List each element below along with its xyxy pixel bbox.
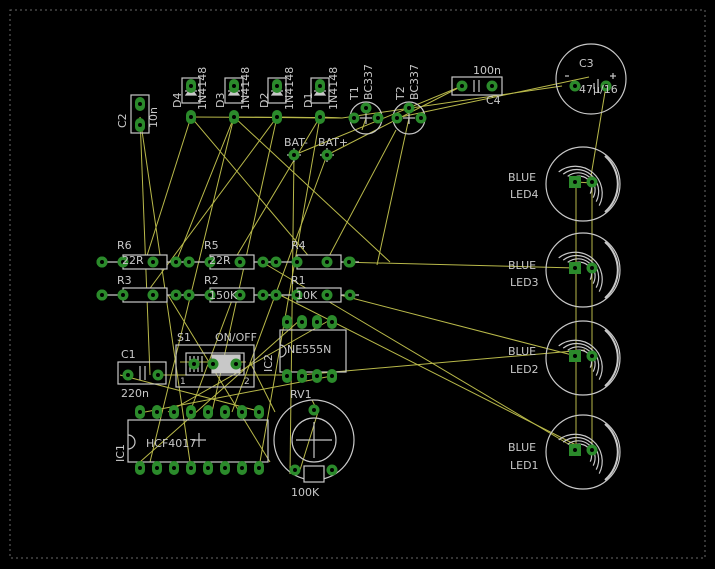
led1-body — [545, 414, 621, 490]
airwire-42 — [167, 294, 271, 463]
r2-ref-label: R2 — [204, 274, 219, 287]
t1-value-label: BC337 — [362, 64, 375, 100]
airwire-3 — [190, 116, 313, 261]
s1-pin1-label: 1 — [180, 377, 186, 387]
s1-value-label: ON/OFF — [215, 331, 257, 344]
airwire-29 — [339, 294, 577, 357]
airwire-28 — [339, 261, 577, 269]
airwire-23 — [325, 129, 397, 263]
rv1-tab — [303, 465, 325, 483]
airwire-19 — [289, 154, 295, 475]
rv1-knob — [291, 417, 337, 463]
airwire-4 — [175, 116, 235, 263]
led2-value-label: BLUE — [508, 345, 536, 358]
d4-value-label: 1N4148 — [196, 67, 209, 110]
d1-ref-label: D1 — [302, 93, 315, 108]
c4-value-label: 100n — [473, 64, 501, 77]
led2-body — [545, 320, 621, 396]
s1-body — [175, 344, 255, 388]
c4-ref-label: C4 — [486, 94, 501, 107]
led4-value-label: BLUE — [508, 171, 536, 184]
diode-body-1 — [310, 77, 330, 104]
led1-value-label: BLUE — [508, 441, 536, 454]
r5-ref-label: R5 — [204, 239, 219, 252]
c3-body — [555, 43, 627, 115]
r3-ref-label: R3 — [117, 274, 132, 287]
airwire-10 — [259, 116, 321, 463]
c2-ref-label: C2 — [116, 113, 129, 128]
led3-ref-label: LED3 — [510, 276, 539, 289]
led3-body — [545, 232, 621, 308]
led4-ref-label: LED4 — [510, 188, 539, 201]
diode-body-2 — [267, 77, 287, 104]
airwire-41 — [299, 411, 319, 471]
r6-value-label: 22R — [122, 254, 144, 267]
c1-value-label: 220n — [121, 387, 149, 400]
r4-body — [296, 254, 342, 270]
s1-ref-label: S1 — [177, 331, 191, 344]
d4-ref-label: D4 — [171, 93, 184, 108]
bat-minus-label: BAT- — [284, 136, 308, 149]
t1-ref-label: T1 — [348, 86, 361, 101]
r5-value-label: 22R — [209, 254, 231, 267]
airwire-5 — [149, 116, 235, 463]
r4-ref-label: R4 — [291, 239, 306, 252]
r6-ref-label: R6 — [117, 239, 132, 252]
r2-value-label: 150K — [209, 289, 238, 302]
bat-plus-label: BAT+ — [318, 136, 348, 149]
d2-value-label: 1N4148 — [283, 67, 296, 110]
rv1-value-label: 100K — [291, 486, 320, 499]
s1-pin2-label: 2 — [244, 377, 250, 387]
c4-body — [451, 76, 503, 96]
d2-ref-label: D2 — [258, 93, 271, 108]
airwire-6 — [233, 116, 391, 263]
diode-body-3 — [224, 77, 244, 104]
d3-value-label: 1N4148 — [239, 67, 252, 110]
led2-ref-label: LED2 — [510, 363, 539, 376]
rv1-ref-label: RV1 — [290, 388, 312, 401]
c2-body — [130, 94, 150, 134]
c2-value-label: 10n — [147, 107, 160, 128]
ic1-ref-label: IC1 — [114, 444, 127, 462]
d3-ref-label: D3 — [214, 93, 227, 108]
c1-ref-label: C1 — [121, 348, 136, 361]
r1-ref-label: R1 — [291, 274, 306, 287]
led1-ref-label: LED1 — [510, 459, 539, 472]
airwire-9 — [232, 116, 321, 263]
r1-value-label: 10K — [296, 289, 318, 302]
c3-value-label: 47µ/16 — [579, 83, 618, 96]
t2-ref-label: T2 — [394, 86, 407, 101]
airwire-0 — [139, 116, 151, 376]
c1-body — [117, 361, 167, 385]
airwire-21 — [361, 117, 367, 131]
r3-body — [122, 287, 168, 303]
board-outline — [9, 9, 706, 559]
airwire-2 — [144, 116, 192, 263]
diode-body-4 — [181, 77, 201, 104]
airwire-33 — [119, 374, 263, 413]
t2-value-label: BC337 — [408, 64, 421, 100]
led3-value-label: BLUE — [508, 259, 536, 272]
airwire-27 — [589, 85, 607, 183]
led4-body — [545, 146, 621, 222]
ic2-ref-label: IC2 — [262, 354, 275, 372]
d1-value-label: 1N4148 — [327, 67, 340, 110]
airwire-22 — [376, 117, 410, 266]
ic2-value-label: NE555N — [287, 343, 331, 356]
c3-ref-label: C3 — [579, 57, 594, 70]
ic1-value-label: HCF4017 — [146, 437, 196, 450]
airwire-35 — [139, 319, 301, 463]
airwire-20 — [231, 154, 328, 413]
airwire-36 — [167, 319, 331, 413]
s1-slot — [185, 352, 245, 376]
airwire-32 — [299, 349, 586, 376]
ic1-body — [127, 419, 269, 463]
